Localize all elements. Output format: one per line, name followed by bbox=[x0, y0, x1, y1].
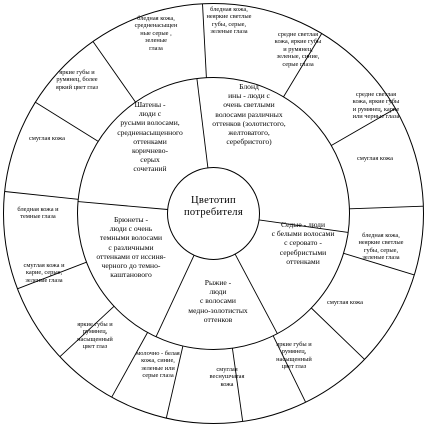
outer-divider-line bbox=[35, 101, 99, 142]
outer-divider-line bbox=[92, 41, 136, 103]
outer-segment-pale-medium-saturation: бледная кожа, средненасыщен ные серые , … bbox=[134, 15, 178, 52]
outer-segment-pale-dark-eyes: бледная кожа и темные глаза bbox=[17, 206, 59, 221]
sector-gray-haired: Седые - люди с белыми волосами с сероват… bbox=[271, 220, 335, 266]
outer-ring-boundary bbox=[3, 3, 424, 424]
outer-segment-swarthy-skin-brown: смуглая кожа bbox=[28, 135, 65, 142]
sector-brown-haired: Шатены - люди с русыми волосами, среднен… bbox=[117, 100, 183, 174]
inner-divider-line bbox=[196, 78, 209, 168]
sector-redheads: Рыжие - люди с волосами медно-золотистых… bbox=[188, 278, 248, 324]
outer-segment-freckled-skin: смуглая веснушчатая кожа bbox=[209, 366, 245, 388]
outer-segment-pale-light-lips: бледная кожа, неяркие светлые губы, серы… bbox=[206, 6, 252, 36]
outer-segment-swarthy-skin-blondes: смуглая кожа bbox=[356, 155, 393, 162]
center-circle bbox=[167, 167, 260, 260]
outer-segment-pale-light-lips-gray: бледная кожа, неяркие светлые губы, серы… bbox=[358, 232, 404, 262]
outer-divider-line bbox=[343, 252, 415, 276]
outer-divider-line bbox=[4, 191, 79, 200]
outer-segment-milk-white-skin: молочно - белая кожа, синие, зеленые или… bbox=[136, 350, 180, 380]
outer-divider-line bbox=[111, 332, 148, 398]
outer-segment-medium-light-bright-lips-brown-eyes: средне светлая кожа, яркие губы и румяне… bbox=[352, 91, 400, 121]
outer-divider-line bbox=[165, 345, 184, 419]
outer-segment-swarthy-brown-eyes: смуглая кожа и карие, серые, зеленые гла… bbox=[23, 262, 65, 284]
center-label: Цветотип потребителя bbox=[184, 195, 243, 218]
outer-divider-line bbox=[202, 3, 207, 78]
outer-divider-line bbox=[310, 307, 365, 360]
middle-ring-boundary bbox=[77, 77, 350, 350]
outer-divider-line bbox=[59, 305, 115, 358]
outer-divider-line bbox=[17, 261, 87, 290]
inner-divider-line bbox=[155, 255, 195, 337]
outer-divider-line bbox=[349, 205, 424, 210]
sector-brunettes: Брюнеты - люди с очень темными волосами … bbox=[96, 215, 166, 280]
sector-blondes: Блонд ины - люди с очень светлыми волоса… bbox=[212, 82, 286, 147]
outer-segment-bright-lips-brown: яркие губы и румянец, более яркий цвет г… bbox=[55, 69, 99, 91]
outer-divider-line bbox=[283, 33, 323, 98]
outer-segment-swarthy-skin-gray: смуглая кожа bbox=[326, 299, 363, 306]
outer-divider-line bbox=[231, 348, 244, 422]
outer-divider-line bbox=[331, 108, 396, 146]
outer-segment-medium-light-bright-lips-green-eyes: средне светлая кожа, яркие губы и румяне… bbox=[274, 31, 322, 68]
outer-segment-bright-lips-gray: яркие губы и румянец, насыщенный цвет гл… bbox=[276, 341, 312, 371]
inner-divider-line bbox=[77, 201, 168, 210]
inner-divider-line bbox=[234, 253, 278, 334]
outer-segment-bright-lips-brunettes: яркие губы и румянец, насыщенный цвет гл… bbox=[77, 321, 113, 351]
outer-divider-line bbox=[272, 335, 307, 403]
inner-divider-line bbox=[259, 219, 349, 233]
